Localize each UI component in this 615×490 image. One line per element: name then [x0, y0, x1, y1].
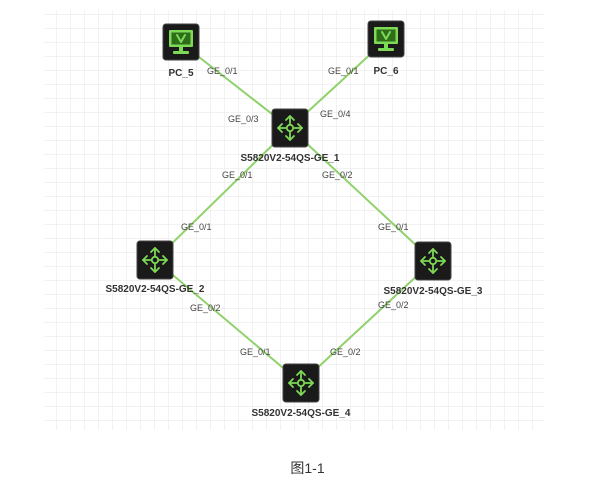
- port-label-sw1-from-pc5: GE_0/3: [228, 114, 259, 124]
- node-label-sw4: S5820V2-54QS-GE_4: [252, 408, 351, 419]
- monitor-icon: [374, 27, 398, 51]
- node-label-pc5: PC_5: [168, 68, 193, 79]
- port-labels-layer: GE_0/1GE_0/3GE_0/1GE_0/4GE_0/1GE_0/1GE_0…: [181, 66, 409, 357]
- switch-body: [414, 241, 452, 281]
- link-sw1-sw2: [154, 127, 291, 261]
- port-label-sw1-from-pc6: GE_0/4: [320, 109, 351, 119]
- switch-arrows-icon: [420, 248, 446, 274]
- port-label-pc6-to-sw1: GE_0/1: [328, 66, 359, 76]
- port-label-sw1-to-sw2: GE_0/1: [222, 170, 253, 180]
- node-sw3[interactable]: S5820V2-54QS-GE_3: [384, 241, 483, 297]
- node-pc5[interactable]: PC_5: [162, 23, 200, 79]
- port-label-sw3-from-sw1: GE_0/1: [378, 222, 409, 232]
- link-sw1-sw3: [289, 127, 434, 262]
- node-sw1[interactable]: S5820V2-54QS-GE_1: [241, 108, 340, 164]
- switch-body: [271, 108, 309, 148]
- node-sw4[interactable]: S5820V2-54QS-GE_4: [252, 363, 351, 419]
- port-label-pc5-to-sw1: GE_0/1: [207, 66, 238, 76]
- link-sw3-sw4: [300, 260, 434, 384]
- port-label-sw1-to-sw3: GE_0/2: [322, 170, 353, 180]
- link-sw2-sw4: [154, 259, 302, 384]
- node-label-sw2: S5820V2-54QS-GE_2: [106, 284, 205, 295]
- node-pc6[interactable]: PC_6: [367, 20, 405, 77]
- port-label-sw2-to-sw4: GE_0/2: [190, 303, 221, 313]
- node-label-pc6: PC_6: [373, 66, 398, 77]
- monitor-icon: [169, 30, 193, 54]
- node-label-sw1: S5820V2-54QS-GE_1: [241, 153, 340, 164]
- port-label-sw4-from-sw3: GE_0/2: [330, 347, 361, 357]
- nodes-layer: PC_5 PC_6S5820V2-54QS-GE_1S5820V2-54QS-GE…: [106, 20, 483, 419]
- node-label-sw3: S5820V2-54QS-GE_3: [384, 286, 483, 297]
- node-sw2[interactable]: S5820V2-54QS-GE_2: [106, 240, 205, 295]
- grid-background: [44, 10, 544, 430]
- switch-body: [136, 240, 174, 280]
- port-label-sw4-from-sw2: GE_0/1: [240, 347, 271, 357]
- switch-arrows-icon: [288, 370, 314, 396]
- switch-body: [282, 363, 320, 403]
- port-label-sw3-to-sw4: GE_0/2: [378, 300, 409, 310]
- switch-arrows-icon: [277, 115, 303, 141]
- port-label-sw2-from-sw1: GE_0/1: [181, 222, 212, 232]
- switch-arrows-icon: [142, 247, 168, 273]
- figure-caption: 图1-1: [290, 460, 325, 476]
